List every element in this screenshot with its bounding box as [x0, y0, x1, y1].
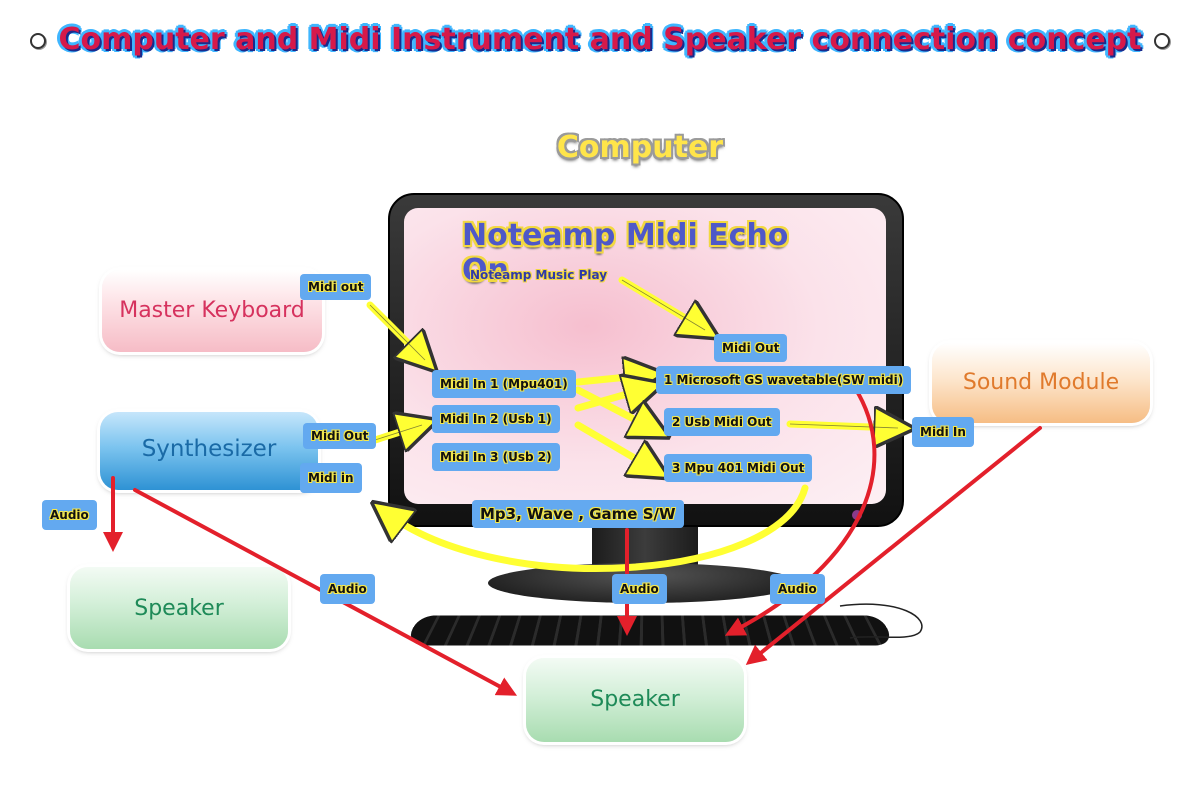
midi-arrow-outlines — [369, 279, 899, 441]
arrow-in1-to-out2 — [574, 386, 655, 430]
speaker-main-device: Speaker — [526, 658, 744, 742]
page-title: Computer and Midi Instrument and Speaker… — [0, 22, 1200, 57]
audio-wavetable-tag: Audio — [770, 574, 825, 604]
synth-midi-out-tag: Midi Out — [303, 423, 377, 449]
keyboard-midi-out-tag: Midi out — [300, 274, 372, 300]
keyboard-cable — [839, 603, 923, 639]
out-1-wavetable-tag: 1 Microsoft GS wavetable(SW midi) — [656, 366, 912, 394]
power-led-icon — [852, 510, 862, 520]
sound-module-device: Sound Module — [932, 343, 1150, 423]
title-bullet-right-icon — [1153, 32, 1170, 49]
midi-in-1-tag: Midi In 1 (Mpu401) — [432, 370, 576, 398]
synthesizer-device: Synthesizer — [100, 412, 318, 490]
speaker-left-device: Speaker — [70, 567, 288, 649]
midi-in-2-tag: Midi In 2 (Usb 1) — [432, 405, 560, 433]
out-2-usb-tag: 2 Usb Midi Out — [664, 408, 780, 436]
arrow-in2-to-out3 — [574, 421, 655, 470]
audio-arrows — [103, 386, 1042, 696]
audio-synth-main-tag: Audio — [320, 574, 375, 604]
mp3-wave-game-tag: Mp3, Wave , Game S/W — [472, 500, 684, 528]
title-bullet-left-icon — [30, 32, 47, 49]
audio-synth-left-tag: Audio — [42, 500, 97, 530]
player-midi-out-tag: Midi Out — [714, 334, 788, 362]
computer-label: Computer — [556, 130, 724, 165]
out-3-mpu-tag: 3 Mpu 401 Midi Out — [664, 454, 813, 482]
music-play-label: Noteamp Music Play — [470, 268, 608, 282]
synth-midi-in-tag: Midi in — [300, 463, 362, 493]
arrow-in1-to-out1 — [574, 375, 648, 382]
audio-computer-tag: Audio — [612, 574, 667, 604]
arrow-in2-to-out1 — [574, 388, 648, 408]
midi-in-3-tag: Midi In 3 (Usb 2) — [432, 443, 560, 471]
title-text: Computer and Midi Instrument and Speaker… — [58, 22, 1142, 57]
arrow-sound-module-to-main-speaker — [745, 426, 1042, 666]
master-keyboard-device: Master Keyboard — [102, 270, 322, 352]
sound-module-midi-in-tag: Midi In — [912, 417, 974, 447]
midi-echo-title: Noteamp Midi Echo On — [462, 218, 789, 288]
